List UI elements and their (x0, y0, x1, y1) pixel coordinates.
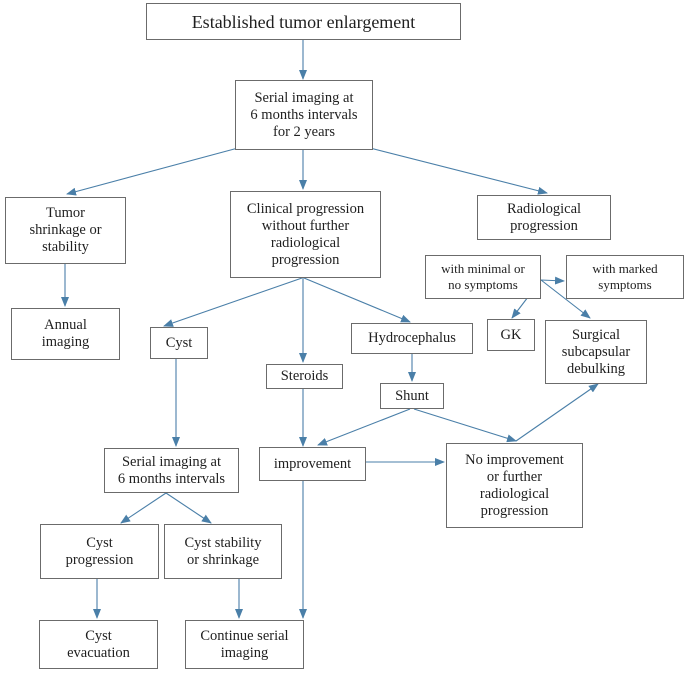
node-tumor-shrinkage-stability: Tumor shrinkage or stability (5, 197, 126, 264)
arrow-cyst-serial-to-stability (165, 492, 212, 524)
node-radiological-progression: Radiological progression (477, 195, 611, 240)
arrow-cyst-serial-to-progression (120, 492, 167, 524)
node-continue-serial-imaging: Continue serial imaging (185, 620, 304, 669)
arrow-fork-to-marked (540, 276, 565, 285)
node-cyst-stability: Cyst stability or shrinkage (164, 524, 282, 579)
node-hydrocephalus: Hydrocephalus (351, 323, 473, 354)
arrow-shunt-to-no-improvement (413, 408, 517, 443)
node-surgical-debulking: Surgical subcapsular debulking (545, 320, 647, 384)
node-minimal-symptoms: with minimal or no symptoms (425, 255, 541, 299)
arrow-serial-to-shrinkage (66, 147, 239, 196)
node-serial-imaging-2-years: Serial imaging at 6 months intervals for… (235, 80, 373, 150)
arrow-clinical-to-cyst (163, 277, 303, 327)
arrow-no-improvement-to-surgery (515, 383, 599, 442)
node-steroids: Steroids (266, 364, 343, 389)
node-annual-imaging: Annual imaging (11, 308, 120, 360)
arrow-serial-to-radiological (369, 147, 548, 195)
node-cyst-evacuation: Cyst evacuation (39, 620, 158, 669)
arrow-shunt-to-improvement (317, 408, 411, 446)
node-no-improvement: No improvement or further radiological p… (446, 443, 583, 528)
node-clinical-progression: Clinical progression without further rad… (230, 191, 381, 278)
node-marked-symptoms: with marked symptoms (566, 255, 684, 299)
arrow-clinical-to-hydrocephalus (303, 277, 411, 323)
node-improvement: improvement (259, 447, 366, 481)
node-gk: GK (487, 319, 535, 351)
node-cyst-serial-imaging: Serial imaging at 6 months intervals (104, 448, 239, 493)
node-cyst: Cyst (150, 327, 208, 359)
node-cyst-progression: Cyst progression (40, 524, 159, 579)
node-established-tumor-enlargement: Established tumor enlargement (146, 3, 461, 40)
node-shunt: Shunt (380, 383, 444, 409)
arrow-fork-to-surgery (540, 279, 591, 319)
